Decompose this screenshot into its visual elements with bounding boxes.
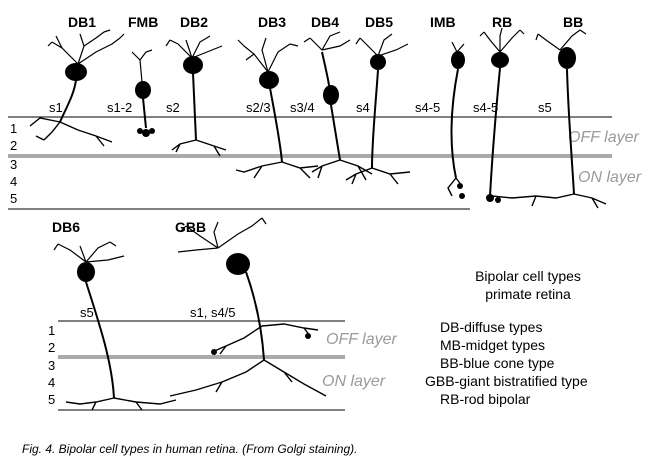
label-rb: RB <box>492 14 512 30</box>
strata-db4: s3/4 <box>290 100 315 115</box>
label-db3: DB3 <box>258 14 286 30</box>
label-gbb: GBB <box>175 219 206 235</box>
top-layer-lines <box>8 116 612 210</box>
strata-db6: s5 <box>80 305 94 320</box>
strata-gbb: s1, s4/5 <box>190 305 236 320</box>
label-imb: IMB <box>430 14 456 30</box>
bottom-on-layer-label: ON layer <box>322 373 386 390</box>
label-fmb: FMB <box>128 14 158 30</box>
bottom-layer-5: 5 <box>48 392 55 407</box>
label-db1: DB1 <box>68 14 96 30</box>
top-cell-labels: DB1 FMB DB2 DB3 DB4 DB5 IMB RB BB <box>68 14 583 30</box>
label-db4: DB4 <box>311 14 339 30</box>
cell-imb <box>447 41 465 199</box>
legend-title-line1: Bipolar cell types <box>475 268 581 284</box>
bottom-layer-3: 3 <box>48 358 55 373</box>
strata-rb: s4-5 <box>473 100 498 115</box>
strata-db2: s2 <box>166 100 180 115</box>
cell-rb <box>479 27 525 203</box>
cell-fmb <box>131 49 155 137</box>
bottom-layer-1: 1 <box>48 323 55 338</box>
cell-db1 <box>29 29 125 147</box>
label-bb: BB <box>563 14 583 30</box>
cell-db6 <box>53 241 177 411</box>
legend-item-bb: BB-blue cone type <box>440 355 555 371</box>
strata-db3: s2/3 <box>246 100 271 115</box>
label-db5: DB5 <box>365 14 393 30</box>
strata-db1: s1 <box>49 100 63 115</box>
top-strata-labels: s1 s1-2 s2 s2/3 s3/4 s4 s4-5 s4-5 s5 <box>49 100 552 115</box>
bottom-off-layer-label: OFF layer <box>326 331 398 348</box>
top-layer-3: 3 <box>10 157 17 172</box>
strata-bb: s5 <box>538 100 552 115</box>
top-on-layer-label: ON layer <box>578 169 642 186</box>
cell-bb <box>491 29 607 209</box>
legend-title-line2: primate retina <box>485 286 571 302</box>
strata-db5: s4 <box>356 100 370 115</box>
label-db2: DB2 <box>180 14 208 30</box>
bottom-layer-2: 2 <box>48 340 55 355</box>
cell-db2 <box>165 35 227 157</box>
label-db6: DB6 <box>52 219 80 235</box>
strata-imb: s4-5 <box>415 100 440 115</box>
top-layer-1: 1 <box>10 121 17 136</box>
top-layer-2: 2 <box>10 138 17 153</box>
top-layer-5: 5 <box>10 191 17 206</box>
bottom-layer-numbers: 1 2 3 4 5 <box>48 323 55 407</box>
bottom-layer-4: 4 <box>48 375 55 390</box>
figure-caption: Fig. 4. Bipolar cell types in human reti… <box>22 442 358 456</box>
cell-db3 <box>235 37 319 179</box>
top-layer-4: 4 <box>10 174 17 189</box>
cell-db4 <box>303 31 373 181</box>
legend-item-db: DB-diffuse types <box>440 319 542 335</box>
bottom-cell-labels: DB6 GBB <box>52 219 206 235</box>
legend-item-mb: MB-midget types <box>440 337 545 353</box>
bottom-strata-labels: s5 s1, s4/5 <box>80 305 236 320</box>
legend: Bipolar cell types primate retina DB-dif… <box>425 268 588 407</box>
top-off-layer-label: OFF layer <box>568 129 640 146</box>
bottom-layer-lines <box>58 320 345 411</box>
legend-item-gbb: GBB-giant bistratified type <box>425 373 588 389</box>
strata-fmb: s1-2 <box>107 100 132 115</box>
cell-db5 <box>345 33 411 185</box>
legend-item-rb: RB-rod bipolar <box>440 391 531 407</box>
cell-gbb <box>169 217 327 397</box>
top-layer-numbers: 1 2 3 4 5 <box>10 121 17 206</box>
